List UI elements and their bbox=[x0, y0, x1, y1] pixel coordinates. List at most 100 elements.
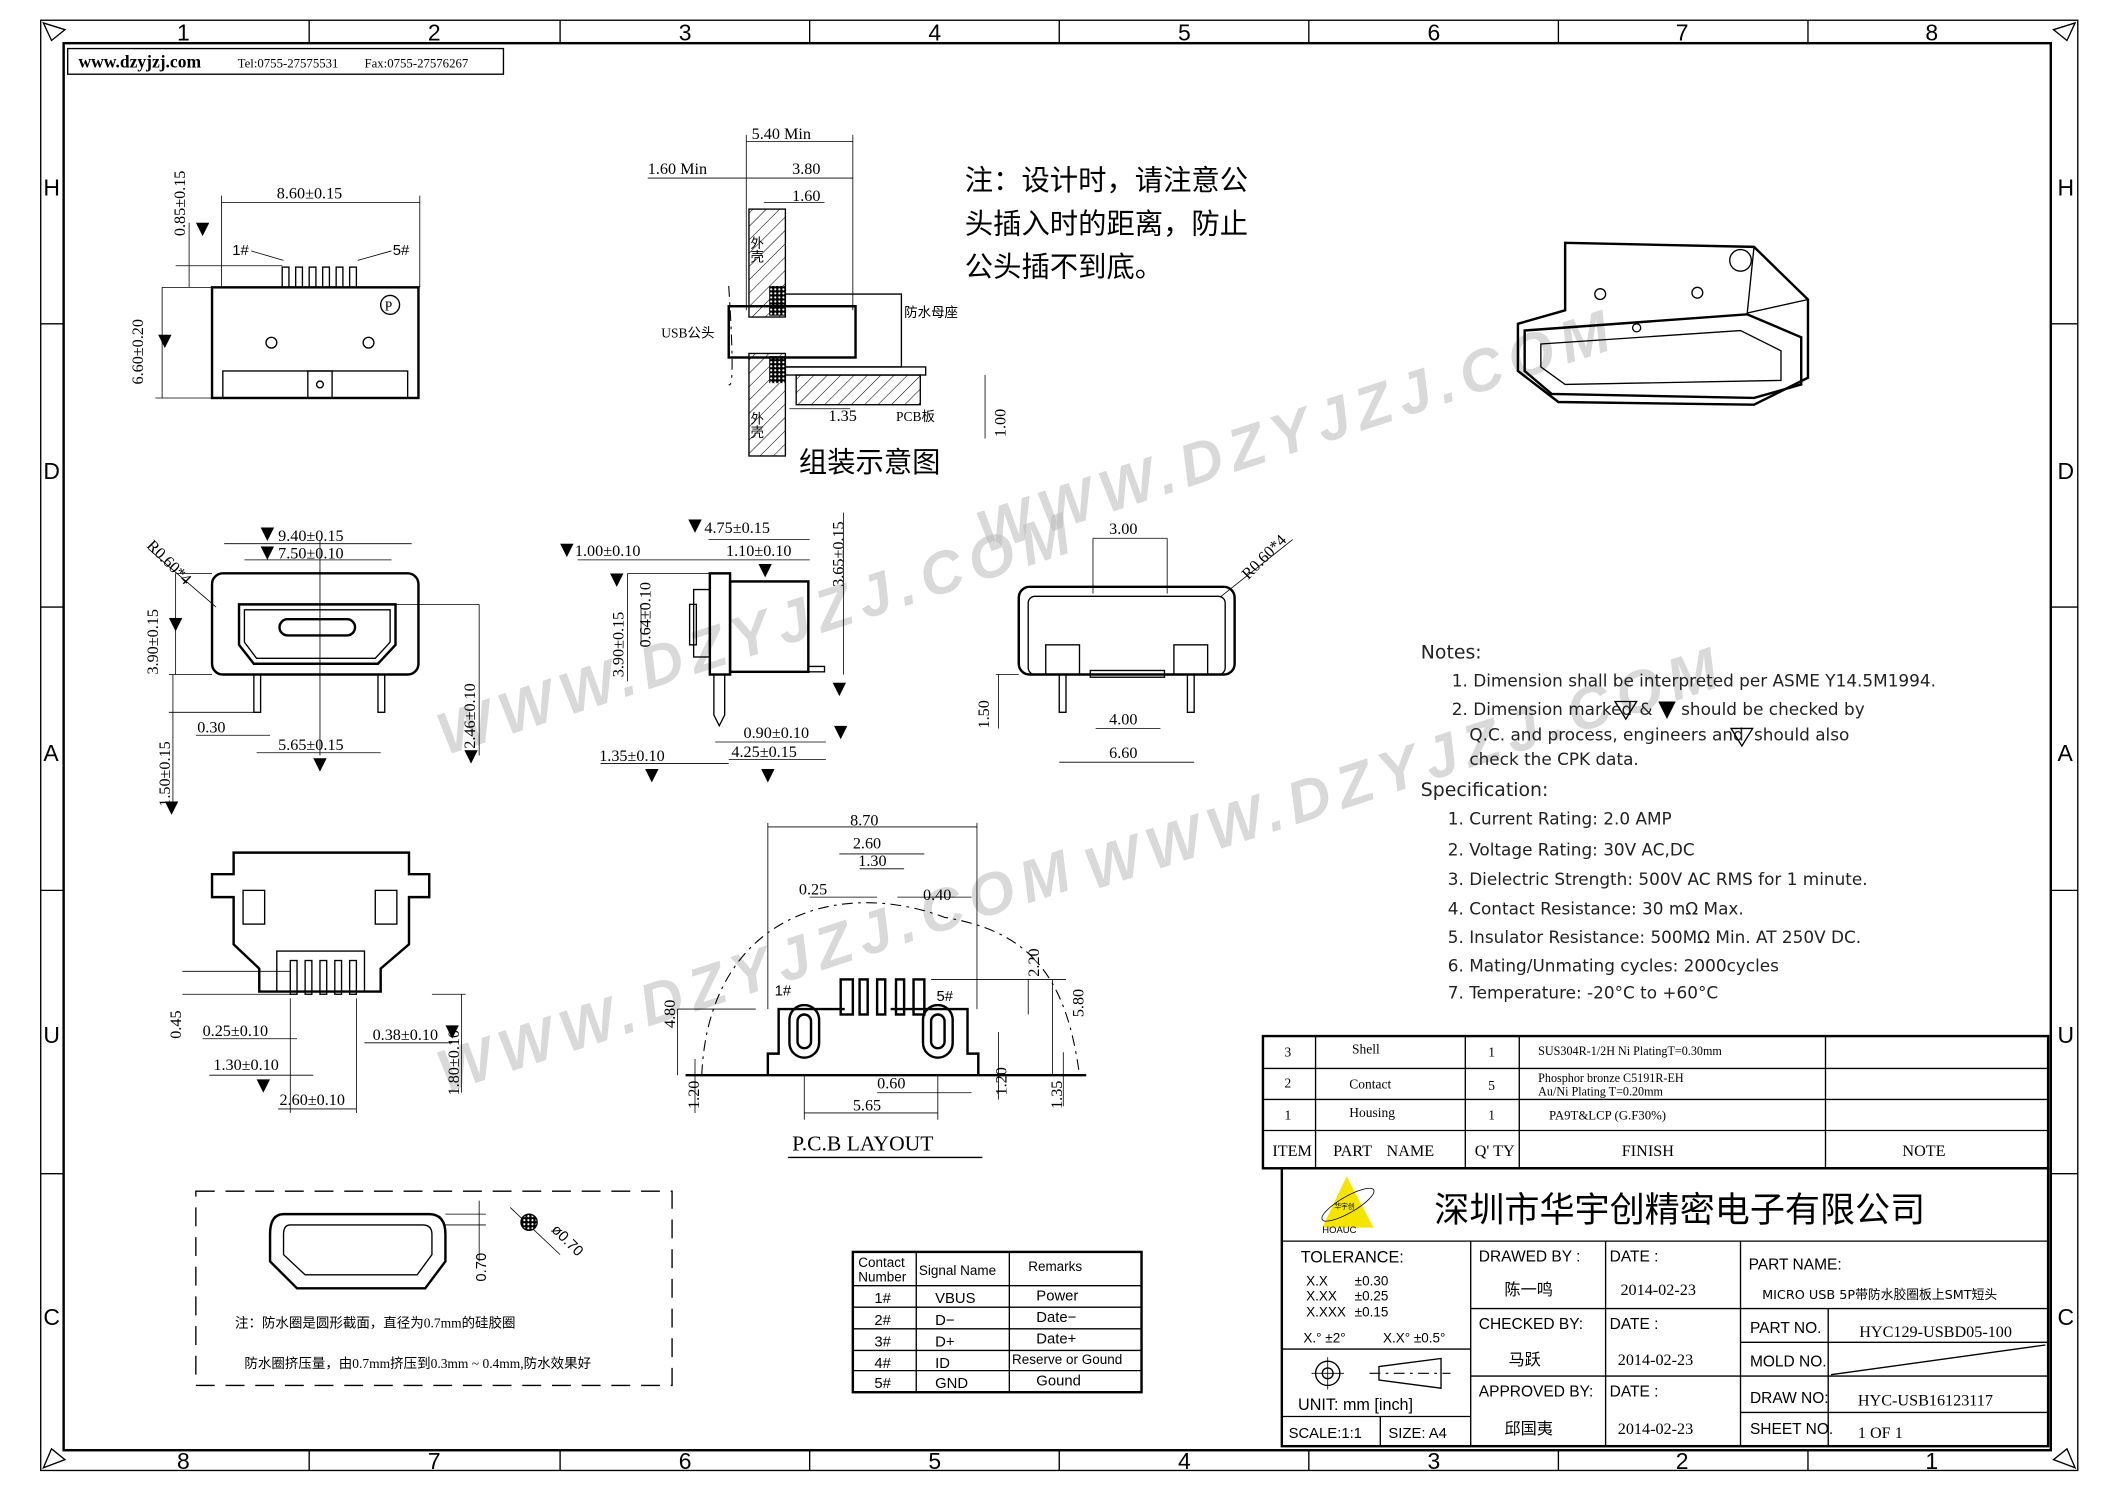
watermark: WWW.DZYJZJ.COM bbox=[429, 835, 1086, 1106]
notes: Notes: 1. Dimension shall be interpreted… bbox=[1421, 641, 1936, 1002]
logo-text: HOAUC bbox=[1322, 1225, 1356, 1236]
dim: 1.00 bbox=[992, 409, 1009, 437]
design-note: 注：设计时，请注意公 头插入时的距离，防止 公头插不到底。 bbox=[965, 164, 1248, 283]
pin-table: Contact Number Signal Name Remarks 1#VBU… bbox=[851, 1250, 1143, 1394]
assembly-title: 组装示意图 bbox=[799, 446, 941, 479]
dim: 4.80 bbox=[662, 1000, 679, 1028]
dimension-marker-icon bbox=[313, 758, 327, 772]
note-item: should be checked by bbox=[1681, 699, 1865, 719]
drawing-line bbox=[348, 959, 358, 995]
pin-signal: GND bbox=[935, 1376, 968, 1392]
drawing-line bbox=[42, 1447, 67, 1469]
drawing-line bbox=[445, 1200, 561, 1262]
spec-item: 1. Current Rating: 2.0 AMP bbox=[1448, 808, 1672, 828]
pin-number: 3# bbox=[874, 1334, 891, 1350]
pin-signal: D− bbox=[935, 1313, 954, 1329]
pcb-label: PCB板 bbox=[896, 409, 935, 424]
date-label: DATE : bbox=[1610, 1383, 1659, 1400]
bom-item: 1 bbox=[1285, 1108, 1292, 1123]
drawing-line bbox=[728, 285, 733, 386]
bom-qty: 1 bbox=[1488, 1108, 1495, 1123]
drawed-by: 陈一鸣 bbox=[1504, 1280, 1553, 1299]
drawing-line bbox=[1281, 1240, 2049, 1447]
zone-row: D bbox=[43, 458, 60, 484]
dim: 0.70 bbox=[474, 1253, 490, 1282]
drawing-line bbox=[1280, 1167, 2050, 1448]
size: SIZE: A4 bbox=[1388, 1426, 1447, 1442]
drawing-line bbox=[713, 674, 726, 728]
date-label: DATE : bbox=[1610, 1316, 1659, 1333]
shell-label: 外壳 bbox=[748, 236, 764, 264]
dimension-marker-icon bbox=[168, 617, 183, 632]
dim: 0.30 bbox=[197, 720, 225, 737]
drawing-line bbox=[182, 970, 466, 1113]
checked-by: 马跃 bbox=[1508, 1350, 1540, 1369]
drawing-line bbox=[1173, 644, 1209, 676]
drawing-line bbox=[335, 266, 344, 289]
drawing-line bbox=[281, 266, 290, 289]
dim: 1.20 bbox=[994, 1067, 1011, 1095]
zone-row: H bbox=[43, 175, 60, 201]
drawing-line bbox=[852, 1251, 1142, 1393]
tel: Tel:0755-27575531 bbox=[238, 56, 339, 70]
drawing-line bbox=[577, 512, 844, 764]
drawing-line bbox=[40, 20, 2078, 1471]
front-view: R0.60*4 9.40±0.15 7.50±0.10 3.90±0.15 0.… bbox=[143, 527, 480, 815]
drawing-line bbox=[2052, 21, 2077, 42]
dimension-marker-icon bbox=[645, 768, 659, 783]
drawing-line bbox=[1045, 644, 1081, 676]
dim: 1.00±0.10 bbox=[575, 543, 640, 560]
cpk-mark-icon bbox=[1729, 727, 1754, 748]
drawing-frame bbox=[40, 19, 2079, 1472]
dim: 1.60 bbox=[792, 188, 820, 205]
website-link[interactable]: www.dzyjzj.com bbox=[78, 51, 201, 71]
part-name: MICRO USB 5P带防水胶圈板上SMT短头 bbox=[1762, 1287, 1997, 1303]
plug-label: USB公头 bbox=[661, 325, 714, 340]
top-view: P 8.60±0.15 0.85±0.15 6.60±0.20 1# 5# bbox=[130, 171, 421, 400]
company-name: 深圳市华宇创精密电子有限公司 bbox=[1434, 1190, 1925, 1231]
note-item: should also bbox=[1754, 725, 1849, 745]
drawing-line bbox=[1089, 669, 1166, 678]
note-line: 注：设计时，请注意公 bbox=[965, 164, 1248, 197]
dimension-marker-icon bbox=[688, 519, 702, 533]
draw-no-label: DRAW NO: bbox=[1750, 1390, 1829, 1407]
pin-number: 1# bbox=[874, 1291, 891, 1307]
header-box: www.dzyjzj.com Tel:0755-27575531 Fax:075… bbox=[67, 47, 505, 75]
pin-remark: Date− bbox=[1036, 1310, 1076, 1326]
pin-signal: ID bbox=[935, 1356, 950, 1372]
drawing-line bbox=[362, 336, 375, 349]
note-item: Q.C. and process, engineers and bbox=[1469, 725, 1743, 745]
dim: 4.25±0.15 bbox=[731, 744, 796, 761]
dim: 0.90±0.10 bbox=[744, 725, 809, 742]
drawing-line bbox=[1691, 286, 1704, 299]
dim: 1.50 bbox=[976, 700, 993, 728]
pin-remark: Gound bbox=[1036, 1373, 1081, 1389]
drawing-line bbox=[42, 21, 67, 42]
zone-col: 6 bbox=[1428, 19, 1441, 45]
dim: 1.20 bbox=[686, 1081, 703, 1109]
dimension-marker-icon bbox=[260, 546, 275, 560]
shell-label: 外壳 bbox=[748, 411, 764, 439]
drawing-line bbox=[253, 673, 262, 713]
drawing-line bbox=[1830, 1344, 2046, 1376]
drawing-line bbox=[769, 285, 786, 316]
dim: 1.35 bbox=[829, 408, 857, 425]
drawing-line bbox=[688, 603, 698, 646]
tolerance-format: X.XXX bbox=[1306, 1305, 1346, 1320]
spec-item: 3. Dielectric Strength: 500V AC RMS for … bbox=[1448, 869, 1868, 889]
dim: 1.50±0.15 bbox=[157, 741, 174, 806]
drawing-line bbox=[728, 580, 810, 674]
drawing-line bbox=[807, 665, 826, 673]
drawing-line bbox=[67, 47, 505, 75]
drawing-line bbox=[304, 959, 313, 995]
zone-col-bottom: 4 bbox=[1178, 1448, 1191, 1474]
zone-row: A bbox=[43, 740, 59, 766]
zone-labels: 1 2 3 4 5 6 7 8 8 7 6 5 4 3 2 1 H D A U … bbox=[43, 19, 2074, 1474]
drawing-line bbox=[701, 902, 1081, 1076]
dim: 8.60±0.15 bbox=[277, 185, 342, 202]
note-item: 2. Dimension marked bbox=[1452, 699, 1632, 719]
bom-finish: SUS304R-1/2H Ni PlatingT=0.30mm bbox=[1538, 1044, 1722, 1058]
